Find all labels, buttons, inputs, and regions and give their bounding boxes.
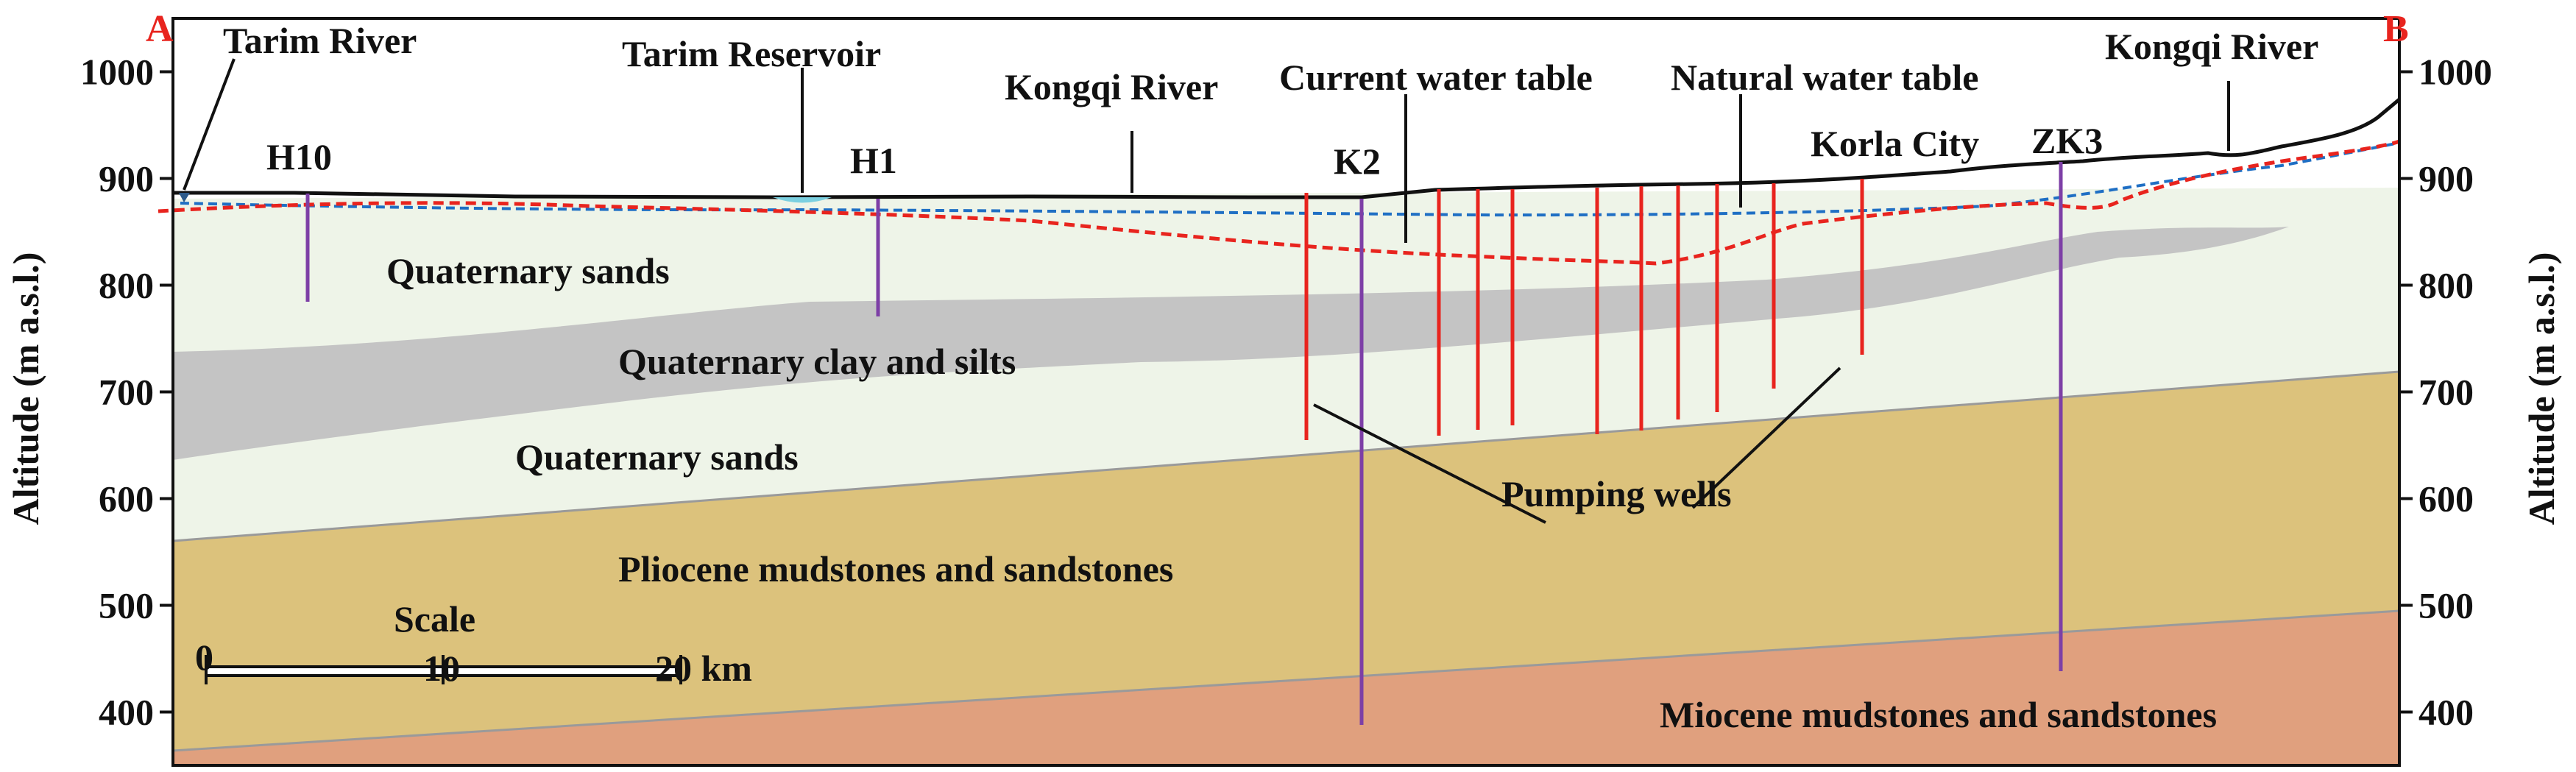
scale-label-0: 0 xyxy=(195,637,213,678)
right-axis-tick-label: 500 xyxy=(2418,585,2474,626)
tarim-reservoir-water xyxy=(773,197,832,203)
scale-label-20: 20 km xyxy=(655,648,752,689)
pumping-wells-label: Pumping wells xyxy=(1501,473,1732,514)
miocene-label: Miocene mudstones and sandstones xyxy=(1660,694,2217,735)
tarim-reservoir-label: Tarim Reservoir xyxy=(622,33,881,74)
borehole-h10-label: H10 xyxy=(266,136,332,177)
left-axis-tick-label: 1000 xyxy=(80,52,154,93)
current-water-table-line xyxy=(158,139,2400,266)
borehole-h1-label: H1 xyxy=(850,140,897,181)
right-axis-tick-label: 900 xyxy=(2418,158,2474,199)
borehole-zk3-label: ZK3 xyxy=(2031,120,2103,161)
corner-label-b: B xyxy=(2383,8,2409,50)
pliocene-label: Pliocene mudstones and sandstones xyxy=(618,548,1173,589)
pumping-wells-leader-right xyxy=(1691,366,1841,509)
kongqi-river-1-label: Kongqi River xyxy=(1005,66,1218,107)
miocene-top-boundary xyxy=(172,609,2400,752)
left-axis-tick-label: 700 xyxy=(99,372,154,413)
quaternary-sands-lower-label: Quaternary sands xyxy=(515,436,799,478)
left-axis-tick-label: 400 xyxy=(99,692,154,733)
pliocene-top-boundary xyxy=(172,370,2400,542)
right-axis-tick-label: 700 xyxy=(2418,372,2474,413)
right-axis-ticks: 400 500 600 700 800 900 1000 xyxy=(2399,52,2492,733)
pliocene-layer xyxy=(173,372,2399,751)
miocene-layer xyxy=(173,611,2399,765)
tarim-river-leader xyxy=(183,58,236,191)
corner-label-a: A xyxy=(146,8,174,50)
right-axis-tick-label: 600 xyxy=(2418,478,2474,520)
left-axis-label: Altitude (m a.s.l.) xyxy=(5,252,46,525)
left-axis-tick-label: 900 xyxy=(99,158,154,199)
quaternary-sands-upper-label: Quaternary sands xyxy=(386,250,670,291)
scale-bar: Scale 0 10 20 km xyxy=(195,598,752,689)
right-axis-tick-label: 1000 xyxy=(2418,52,2492,93)
kongqi-river-2-label: Kongqi River xyxy=(2105,26,2318,67)
natural-water-table-label: Natural water table xyxy=(1671,57,1978,98)
left-axis-tick-label: 800 xyxy=(99,265,154,306)
ground-surface-line xyxy=(173,98,2401,199)
left-axis-tick-label: 600 xyxy=(99,478,154,520)
pumping-wells-leader-left xyxy=(1313,403,1546,524)
quaternary-clay-layer xyxy=(173,227,2289,460)
current-water-table-label: Current water table xyxy=(1279,57,1593,98)
right-axis-tick-label: 800 xyxy=(2418,265,2474,306)
scale-title: Scale xyxy=(394,598,475,640)
scale-label-10: 10 xyxy=(423,648,460,689)
korla-city-label: Korla City xyxy=(1811,123,1979,164)
right-axis-label: Altitude (m a.s.l.) xyxy=(2521,252,2562,525)
pumping-wells-group xyxy=(1304,179,1864,440)
left-axis-ticks: 400 500 600 700 800 900 1000 xyxy=(80,52,173,733)
left-axis-tick-label: 500 xyxy=(99,585,154,626)
right-axis-tick-label: 400 xyxy=(2418,692,2474,733)
borehole-k2-label: K2 xyxy=(1334,141,1381,182)
tarim-river-marker xyxy=(179,193,190,202)
tarim-river-label: Tarim River xyxy=(223,20,417,61)
leader-lines xyxy=(183,58,2230,524)
quaternary-clay-label: Quaternary clay and silts xyxy=(618,341,1016,382)
